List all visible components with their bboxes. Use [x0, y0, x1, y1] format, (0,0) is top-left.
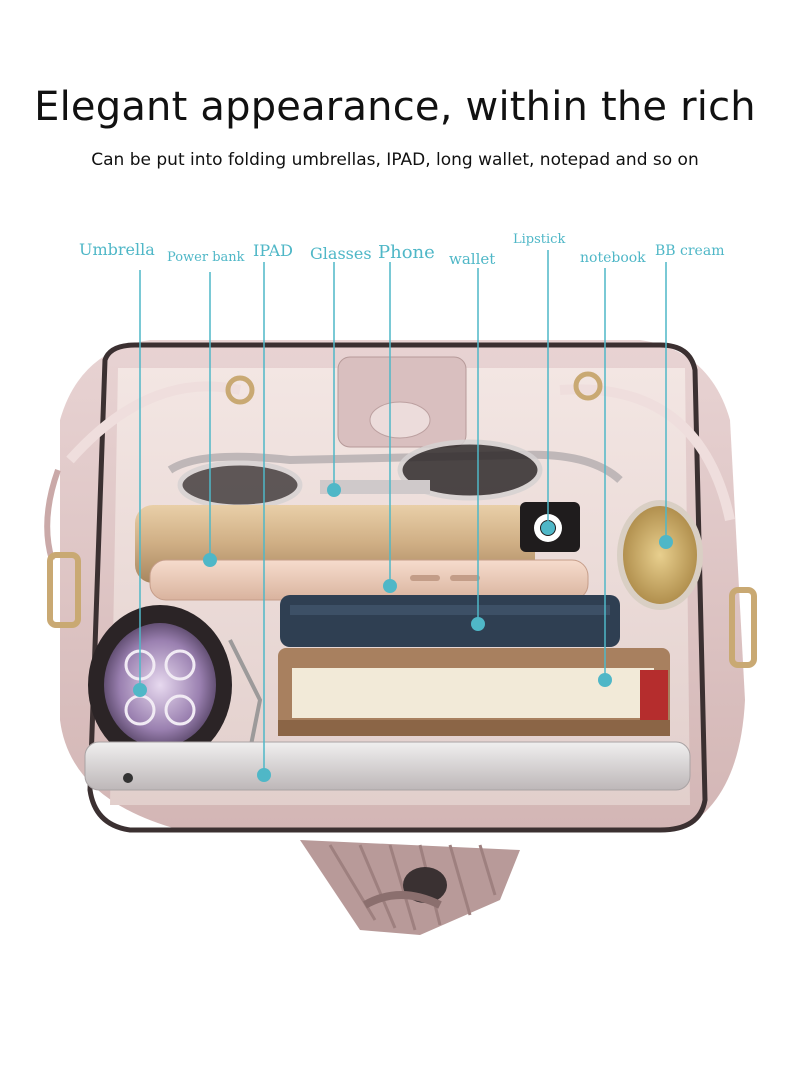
callout-umbrella: Umbrella	[79, 240, 155, 259]
callout-wallet: wallet	[449, 250, 496, 268]
callout-lipstick: Lipstick	[513, 232, 566, 247]
tassel	[300, 840, 520, 935]
callout-phone: Phone	[378, 242, 435, 263]
callout-notebook: notebook	[580, 250, 646, 266]
headline: Elegant appearance, within the rich	[34, 84, 756, 130]
wallet	[280, 595, 620, 647]
phone	[149, 559, 589, 601]
callout-ipad: IPAD	[253, 241, 293, 260]
callout-bb-cream: BB cream	[655, 243, 725, 259]
bb-cream	[617, 500, 703, 610]
notebook	[278, 648, 670, 736]
umbrella	[88, 605, 263, 765]
ipad	[84, 741, 691, 791]
callout-glasses: Glasses	[310, 244, 372, 263]
subheadline: Can be put into folding umbrellas, IPAD,…	[91, 150, 699, 170]
callout-power-bank: Power bank	[167, 250, 245, 265]
